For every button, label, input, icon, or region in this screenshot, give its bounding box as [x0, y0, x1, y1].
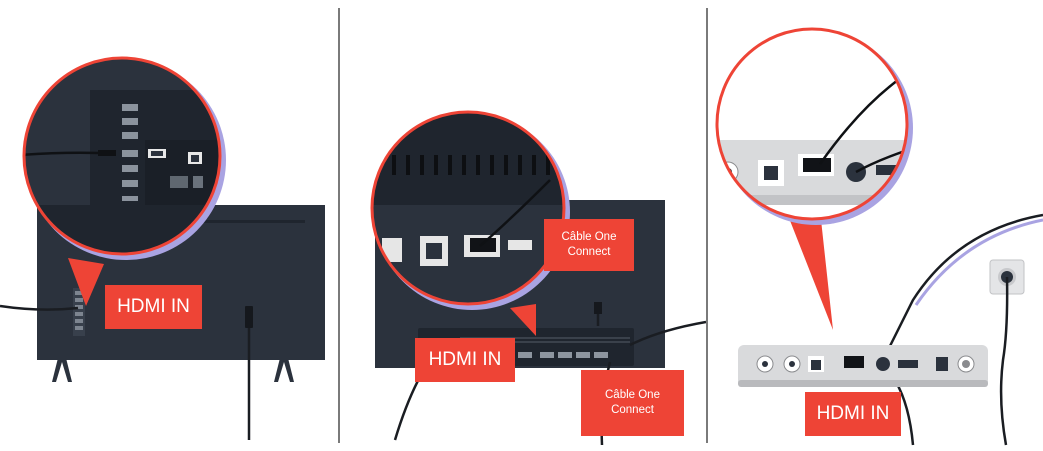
zoom-detail-ports — [717, 30, 907, 219]
zoom-pointer — [778, 190, 833, 330]
hdmi-in-callout: HDMI IN — [105, 285, 202, 329]
one-connect-illustration — [370, 110, 706, 446]
hdmi-cable — [0, 304, 79, 311]
one-connect-cable-callout-bottom: Câble One Connect — [581, 370, 684, 436]
hdmi-in-callout: HDMI IN — [805, 392, 901, 436]
set-top-box-illustration — [715, 27, 1043, 446]
zoom-ring — [715, 27, 909, 221]
zoom-pointer — [68, 258, 104, 306]
tv-leg-right — [274, 358, 294, 382]
power-plug — [245, 306, 253, 328]
tv-leg-left — [52, 358, 72, 382]
panel-set-top-box: HDMI IN — [708, 0, 1043, 451]
zoom-pointer — [510, 304, 536, 336]
zoom-ring — [22, 56, 222, 256]
one-connect-cable-callout-top: Câble One Connect — [544, 219, 634, 271]
divider-2 — [706, 8, 708, 443]
zoom-ring — [370, 110, 566, 306]
hdmi-in-callout: HDMI IN — [415, 338, 515, 382]
power-cable — [999, 276, 1009, 446]
panel-one-connect: Câble One Connect HDMI IN Câble One Conn… — [340, 0, 706, 451]
tv-back-illustration — [0, 56, 325, 440]
panel-tv-back: HDMI IN — [0, 0, 338, 451]
divider-1 — [338, 8, 340, 443]
